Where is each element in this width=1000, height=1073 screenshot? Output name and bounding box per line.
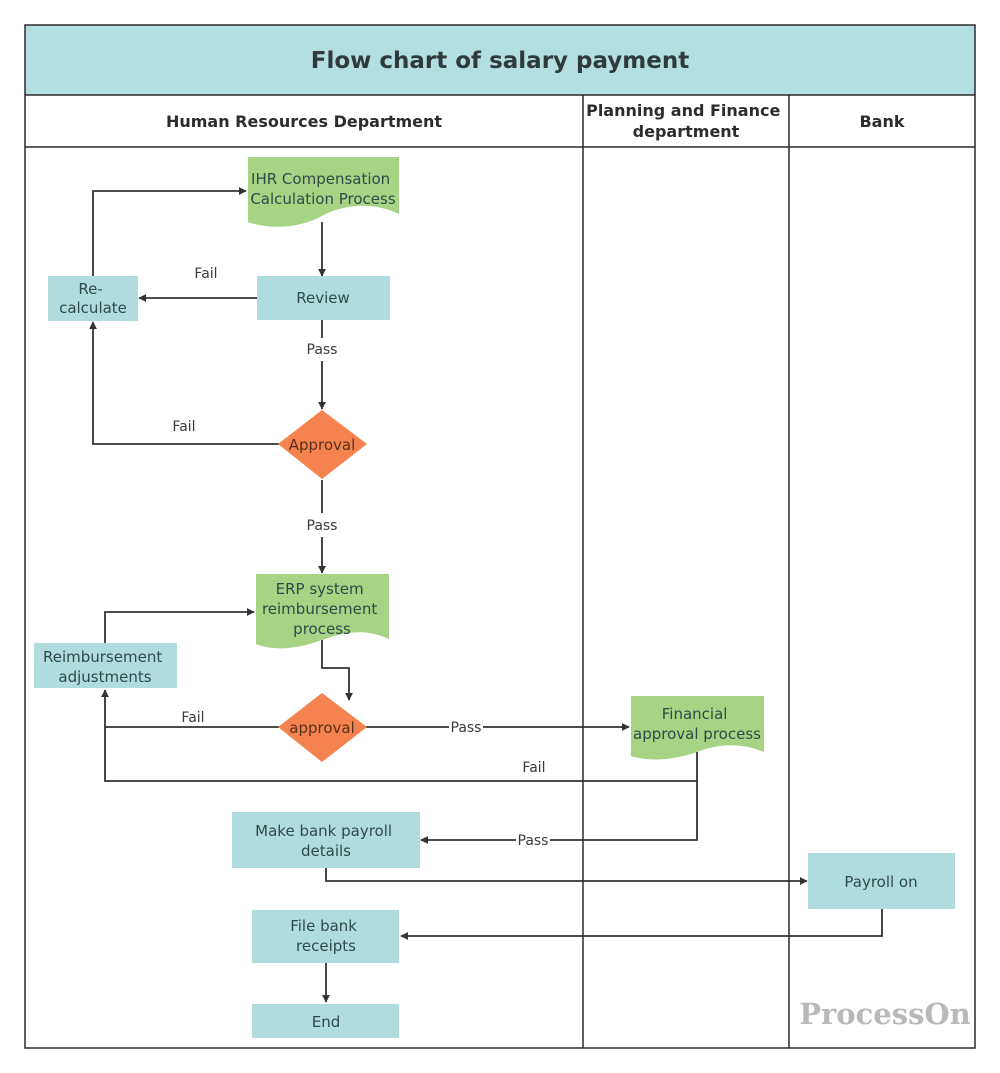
node-erp-reimbursement[interactable]: ERP system reimbursement process bbox=[256, 574, 389, 649]
edge-payroll-to-filebank bbox=[400, 909, 883, 940]
node-approval-1[interactable]: Approval bbox=[278, 410, 367, 479]
title-band bbox=[25, 25, 975, 95]
edge-makebank-to-payroll bbox=[325, 868, 808, 885]
edge-label-approval2-fail: Fail bbox=[181, 710, 204, 726]
edge-recalc-to-ihr bbox=[92, 187, 247, 276]
process-shape bbox=[34, 643, 177, 688]
process-shape bbox=[257, 276, 390, 320]
node-payroll-on[interactable]: Payroll on bbox=[808, 853, 955, 909]
decision-shape bbox=[278, 693, 367, 762]
lane-header-finance: Planning and Finance department bbox=[586, 101, 786, 141]
node-file-bank-receipts[interactable]: File bank receipts bbox=[252, 910, 399, 963]
processon-watermark: ProcessOn bbox=[799, 997, 971, 1031]
node-ihr-compensation[interactable]: IHR Compensation Calculation Process bbox=[248, 157, 399, 227]
node-review[interactable]: Review bbox=[257, 276, 390, 320]
node-label: approval bbox=[289, 719, 355, 737]
edge-label-approval1-pass: Pass bbox=[307, 518, 338, 534]
node-label: Re- calculate bbox=[59, 280, 127, 317]
edge-label-finapproval-pass: Pass bbox=[518, 833, 549, 849]
edge-approval1-to-recalc bbox=[89, 321, 279, 445]
node-end[interactable]: End bbox=[252, 1004, 399, 1038]
node-reimbursement-adjustments[interactable]: Reimbursement adjustments bbox=[34, 643, 177, 688]
connectors bbox=[89, 187, 883, 1003]
node-label: Review bbox=[296, 289, 350, 307]
edge-label-review-fail: Fail bbox=[194, 266, 217, 282]
node-label: Reimbursement adjustments bbox=[43, 648, 167, 686]
node-label: File bank receipts bbox=[290, 917, 362, 955]
node-label: ERP system reimbursement process bbox=[262, 580, 382, 638]
process-shape bbox=[252, 910, 399, 963]
document-shape bbox=[256, 574, 389, 649]
node-label: End bbox=[312, 1013, 341, 1031]
swimlane-frame: Flow chart of salary payment Human Resou… bbox=[24, 24, 976, 1049]
node-recalculate[interactable]: Re- calculate bbox=[48, 276, 138, 321]
edge-label-finapproval-fail: Fail bbox=[522, 760, 545, 776]
outer-border bbox=[24, 24, 976, 1049]
node-make-bank-payroll[interactable]: Make bank payroll details bbox=[232, 812, 420, 868]
edge-label-review-pass: Pass bbox=[307, 342, 338, 358]
edge-finapproval-to-makebank-a bbox=[550, 781, 698, 841]
document-shape bbox=[631, 696, 764, 760]
lane-header-hr: Human Resources Department bbox=[166, 112, 442, 131]
document-shape bbox=[248, 157, 399, 227]
process-shape bbox=[252, 1004, 399, 1038]
node-label: Make bank payroll details bbox=[255, 822, 397, 860]
process-shape bbox=[808, 853, 955, 909]
process-shape bbox=[48, 276, 138, 321]
process-shape bbox=[232, 812, 420, 868]
node-approval-2[interactable]: approval bbox=[278, 693, 367, 762]
edge-reimb-to-erp bbox=[104, 608, 255, 643]
decision-shape bbox=[278, 410, 367, 479]
lane-header-bank: Bank bbox=[859, 112, 904, 131]
nodes: IHR Compensation Calculation Process Rev… bbox=[34, 157, 955, 1038]
node-label: IHR Compensation Calculation Process bbox=[250, 170, 396, 208]
edge-labels: Fail Pass Fail Pass Fail Pass Fail Pass bbox=[172, 266, 548, 849]
node-label: Approval bbox=[289, 436, 356, 454]
node-label: Financial approval process bbox=[633, 705, 761, 743]
chart-title: Flow chart of salary payment bbox=[311, 48, 690, 74]
edge-label-approval1-fail: Fail bbox=[172, 419, 195, 435]
node-financial-approval[interactable]: Financial approval process bbox=[631, 696, 764, 760]
node-label: Payroll on bbox=[844, 873, 917, 891]
edge-finapproval-to-reimb bbox=[104, 727, 698, 782]
edge-label-approval2-pass: Pass bbox=[451, 720, 482, 736]
edge-erp-to-approval2 bbox=[321, 640, 353, 701]
